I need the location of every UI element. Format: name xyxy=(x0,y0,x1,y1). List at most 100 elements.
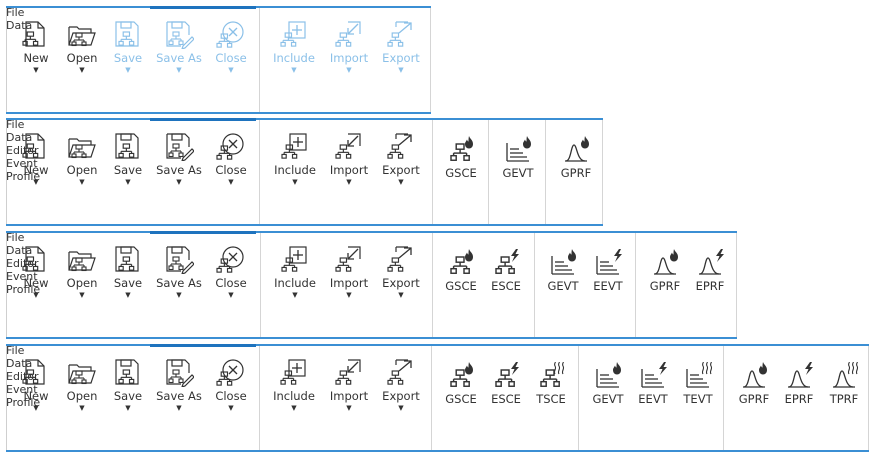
dropdown-arrow-icon[interactable]: ▼ xyxy=(125,404,131,412)
dropdown-arrow-icon[interactable]: ▼ xyxy=(79,178,85,186)
group-label-editor: Editor xyxy=(6,144,39,157)
gevt-button[interactable]: GEVT xyxy=(492,136,544,180)
eprf-button[interactable]: EPRF xyxy=(684,249,736,293)
gsce-button[interactable]: GSCE xyxy=(435,136,487,180)
eprf-label: EPRF xyxy=(695,279,725,293)
esce-label: ESCE xyxy=(491,279,521,293)
include-button[interactable]: Include▼ xyxy=(268,359,320,412)
new-button[interactable]: New▼ xyxy=(10,133,62,186)
esce-button[interactable]: ESCE xyxy=(480,362,532,406)
eevt-button[interactable]: EEVT xyxy=(582,249,634,293)
dropdown-arrow-icon[interactable]: ▼ xyxy=(33,404,39,412)
export-button[interactable]: Export▼ xyxy=(375,133,427,186)
save-button[interactable]: Save▼ xyxy=(102,359,154,412)
save-flowchart-icon xyxy=(102,359,154,387)
gevt-button[interactable]: GEVT xyxy=(537,249,589,293)
import-button[interactable]: Import▼ xyxy=(323,246,375,299)
dropdown-arrow-icon[interactable]: ▼ xyxy=(291,66,297,74)
dropdown-arrow-icon[interactable]: ▼ xyxy=(346,291,352,299)
gsce-flame-icon xyxy=(435,362,487,390)
dropdown-arrow-icon[interactable]: ▼ xyxy=(125,178,131,186)
dropdown-arrow-icon[interactable]: ▼ xyxy=(33,178,39,186)
close-button[interactable]: Close▼ xyxy=(205,133,257,186)
new-button[interactable]: New▼ xyxy=(10,21,62,74)
gsce-button[interactable]: GSCE xyxy=(435,249,487,293)
import-button[interactable]: Import▼ xyxy=(323,359,375,412)
include-plus-icon xyxy=(268,21,320,49)
dropdown-arrow-icon[interactable]: ▼ xyxy=(398,66,404,74)
save-as-button[interactable]: Save As▼ xyxy=(153,133,205,186)
eprf-button[interactable]: EPRF xyxy=(773,362,825,406)
dropdown-arrow-icon[interactable]: ▼ xyxy=(228,66,234,74)
dropdown-arrow-icon[interactable]: ▼ xyxy=(228,178,234,186)
dropdown-arrow-icon[interactable]: ▼ xyxy=(292,178,298,186)
dropdown-arrow-icon[interactable]: ▼ xyxy=(398,291,404,299)
save-button[interactable]: Save▼ xyxy=(102,246,154,299)
gevt-button[interactable]: GEVT xyxy=(582,362,634,406)
close-button[interactable]: Close▼ xyxy=(205,246,257,299)
dropdown-arrow-icon[interactable]: ▼ xyxy=(125,66,131,74)
tevt-button[interactable]: TEVT xyxy=(672,362,724,406)
dropdown-arrow-icon[interactable]: ▼ xyxy=(228,404,234,412)
save-as-button[interactable]: Save As▼ xyxy=(153,359,205,412)
export-button[interactable]: Export▼ xyxy=(375,246,427,299)
save-as-button[interactable]: Save As▼ xyxy=(153,21,205,74)
dropdown-arrow-icon[interactable]: ▼ xyxy=(292,291,298,299)
include-button[interactable]: Include▼ xyxy=(269,246,321,299)
tprf-button[interactable]: TPRF xyxy=(818,362,870,406)
new-button[interactable]: New▼ xyxy=(10,246,62,299)
open-button[interactable]: Open▼ xyxy=(56,246,108,299)
export-button[interactable]: Export▼ xyxy=(375,359,427,412)
include-button[interactable]: Include▼ xyxy=(269,133,321,186)
dropdown-arrow-icon[interactable]: ▼ xyxy=(79,291,85,299)
new-button[interactable]: New▼ xyxy=(10,359,62,412)
save-button[interactable]: Save▼ xyxy=(102,21,154,74)
gprf-button[interactable]: GPRF xyxy=(728,362,780,406)
export-arrow-icon xyxy=(375,359,427,387)
dropdown-arrow-icon[interactable]: ▼ xyxy=(346,404,352,412)
tsce-button[interactable]: TSCE xyxy=(525,362,577,406)
close-button[interactable]: Close▼ xyxy=(205,21,257,74)
dropdown-arrow-icon[interactable]: ▼ xyxy=(79,66,85,74)
dropdown-arrow-icon[interactable]: ▼ xyxy=(33,66,39,74)
dropdown-arrow-icon[interactable]: ▼ xyxy=(176,291,182,299)
dropdown-arrow-icon[interactable]: ▼ xyxy=(398,404,404,412)
ribbon-bottom-border xyxy=(6,224,603,226)
gprf-button[interactable]: GPRF xyxy=(639,249,691,293)
save-as-flowchart-icon xyxy=(153,246,205,274)
open-button[interactable]: Open▼ xyxy=(56,359,108,412)
include-button[interactable]: Include▼ xyxy=(268,21,320,74)
gprf-button[interactable]: GPRF xyxy=(550,136,602,180)
dropdown-arrow-icon[interactable]: ▼ xyxy=(33,291,39,299)
export-button[interactable]: Export▼ xyxy=(375,21,427,74)
dropdown-arrow-icon[interactable]: ▼ xyxy=(176,178,182,186)
dropdown-arrow-icon[interactable]: ▼ xyxy=(176,66,182,74)
dropdown-arrow-icon[interactable]: ▼ xyxy=(79,404,85,412)
esce-button[interactable]: ESCE xyxy=(480,249,532,293)
save-as-button[interactable]: Save As▼ xyxy=(153,246,205,299)
gprf-label: GPRF xyxy=(560,166,592,180)
export-label: Export xyxy=(382,389,420,403)
gevt-label: GEVT xyxy=(547,279,579,293)
save-button[interactable]: Save▼ xyxy=(102,133,154,186)
dropdown-arrow-icon[interactable]: ▼ xyxy=(176,404,182,412)
dropdown-arrow-icon[interactable]: ▼ xyxy=(125,291,131,299)
dropdown-arrow-icon[interactable]: ▼ xyxy=(346,66,352,74)
open-button[interactable]: Open▼ xyxy=(56,133,108,186)
eprf-bolt-icon xyxy=(773,362,825,390)
export-arrow-icon xyxy=(375,21,427,49)
open-button[interactable]: Open▼ xyxy=(56,21,108,74)
eevt-button[interactable]: EEVT xyxy=(627,362,679,406)
gsce-button[interactable]: GSCE xyxy=(435,362,487,406)
dropdown-arrow-icon[interactable]: ▼ xyxy=(291,404,297,412)
dropdown-arrow-icon[interactable]: ▼ xyxy=(346,178,352,186)
dropdown-arrow-icon[interactable]: ▼ xyxy=(228,291,234,299)
ribbon-3: File New▼ Open▼ Save▼ Save As▼ Close▼Dat… xyxy=(6,231,737,341)
eprf-label: EPRF xyxy=(784,392,814,406)
new-flowchart-icon xyxy=(10,246,62,274)
import-button[interactable]: Import▼ xyxy=(323,133,375,186)
ribbon-top-border xyxy=(6,344,869,346)
import-button[interactable]: Import▼ xyxy=(323,21,375,74)
close-button[interactable]: Close▼ xyxy=(205,359,257,412)
dropdown-arrow-icon[interactable]: ▼ xyxy=(398,178,404,186)
